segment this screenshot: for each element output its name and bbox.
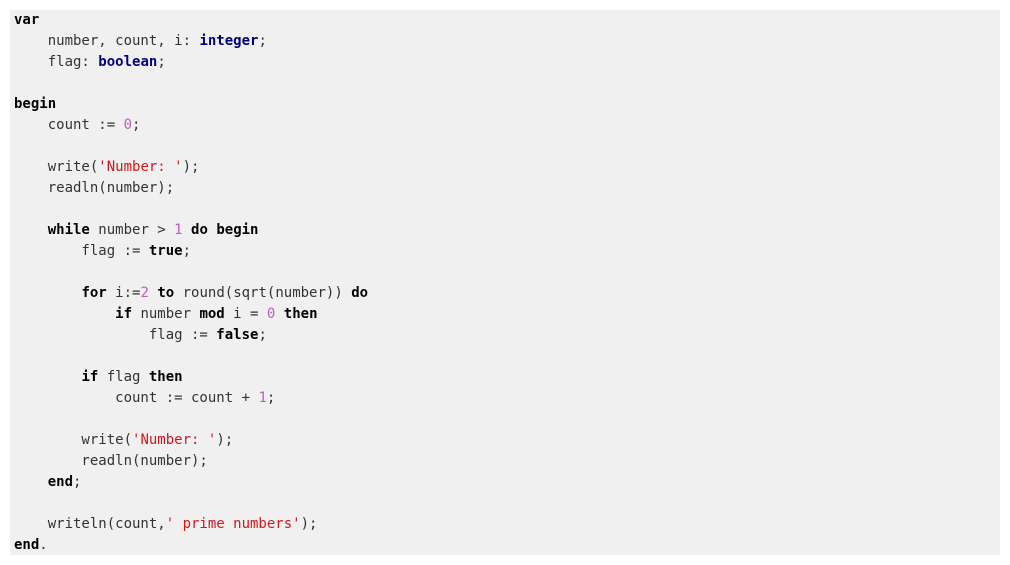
code-token-kw: do <box>351 285 369 301</box>
code-token-num: 0 <box>123 117 133 133</box>
code-line: writeln(count,' prime numbers'); <box>14 514 318 535</box>
code-line <box>14 409 22 430</box>
code-token-kw: to <box>157 285 175 301</box>
code-token-plain <box>14 222 48 238</box>
code-token-plain: readln(number); <box>14 180 175 196</box>
code-line: readln(number); <box>14 451 208 472</box>
code-token-type: boolean <box>98 54 158 70</box>
code-token-kw: false <box>216 327 259 343</box>
code-token-plain: flag := <box>14 327 217 343</box>
code-token-kw: for <box>81 285 107 301</box>
code-token-plain <box>14 306 115 322</box>
code-token-plain: number, count, i: <box>14 33 200 49</box>
code-token-kw: begin <box>216 222 259 238</box>
code-token-str: 'Number: ' <box>132 432 217 448</box>
code-line: write('Number: '); <box>14 157 200 178</box>
code-token-plain: i = <box>224 306 267 322</box>
code-line <box>14 73 22 94</box>
code-token-kw: end <box>14 537 40 553</box>
code-line: count := 0; <box>14 115 141 136</box>
code-line <box>14 136 22 157</box>
code-token-plain: ; <box>258 327 267 343</box>
code-token-num: 1 <box>258 390 267 406</box>
code-token-kw: mod <box>199 306 225 322</box>
code-token-str: ' prime numbers' <box>165 516 301 532</box>
code-token-plain: ; <box>266 390 276 406</box>
code-line <box>14 493 22 514</box>
code-token-kw: if <box>81 369 99 385</box>
code-token-kw: if <box>115 306 133 322</box>
code-token-plain: i:= <box>106 285 141 301</box>
code-line <box>14 262 22 283</box>
code-token-plain: ; <box>73 474 82 490</box>
code-token-plain: writeln(count, <box>14 516 166 532</box>
code-line: var <box>14 10 39 31</box>
code-token-kw: while <box>47 222 90 238</box>
code-token-plain: ); <box>182 159 200 175</box>
code-token-plain: number > <box>89 222 175 238</box>
code-token-plain <box>275 306 283 322</box>
code-token-kw: var <box>14 12 40 28</box>
code-token-plain: count := count + <box>14 390 259 406</box>
code-line: write('Number: '); <box>14 430 233 451</box>
code-block: var number, count, i: integer; flag: boo… <box>10 10 1000 555</box>
code-token-kw: do <box>191 222 208 238</box>
code-token-plain: ; <box>182 243 192 259</box>
code-token-plain <box>14 285 81 301</box>
code-token-plain: count := <box>14 117 124 133</box>
code-token-str: 'Number: ' <box>98 159 183 175</box>
code-token-num: 1 <box>174 222 183 238</box>
code-line: flag: boolean; <box>14 52 166 73</box>
code-token-type: integer <box>199 33 259 49</box>
code-token-plain: ; <box>157 54 166 70</box>
code-line: number, count, i: integer; <box>14 31 267 52</box>
code-token-num: 2 <box>140 285 149 301</box>
code-line: flag := false; <box>14 325 267 346</box>
code-token-plain: write( <box>14 432 133 448</box>
code-token-plain: flag: <box>14 54 99 70</box>
code-line: readln(number); <box>14 178 174 199</box>
code-token-kw: true <box>148 243 183 259</box>
code-line: while number > 1 do begin <box>14 220 259 241</box>
code-line: if flag then <box>14 367 183 388</box>
code-token-kw: then <box>283 306 318 322</box>
code-line: end. <box>14 535 48 555</box>
code-token-plain <box>183 222 191 238</box>
code-token-plain: readln(number); <box>14 453 208 469</box>
code-line <box>14 199 22 220</box>
code-line: end; <box>14 472 82 493</box>
code-line: flag := true; <box>14 241 191 262</box>
code-token-plain: number <box>132 306 200 322</box>
code-token-kw: then <box>148 369 183 385</box>
code-token-plain: round(sqrt(number)) <box>174 285 352 301</box>
code-token-plain: . <box>39 537 48 553</box>
code-token-plain <box>14 369 81 385</box>
code-token-num: 0 <box>266 306 276 322</box>
code-token-plain <box>14 474 48 490</box>
code-token-plain: ; <box>132 117 141 133</box>
code-token-kw: end <box>47 474 74 490</box>
code-token-plain: flag <box>98 369 149 385</box>
code-line: count := count + 1; <box>14 388 275 409</box>
code-line <box>14 346 22 367</box>
code-token-plain: ; <box>258 33 267 49</box>
code-token-kw: begin <box>14 96 57 112</box>
code-token-plain: write( <box>14 159 99 175</box>
code-token-plain: ); <box>300 516 318 532</box>
code-line: for i:=2 to round(sqrt(number)) do <box>14 283 368 304</box>
code-line: if number mod i = 0 then <box>14 304 318 325</box>
code-token-plain: ); <box>216 432 234 448</box>
code-token-plain: flag := <box>14 243 149 259</box>
code-line: begin <box>14 94 56 115</box>
